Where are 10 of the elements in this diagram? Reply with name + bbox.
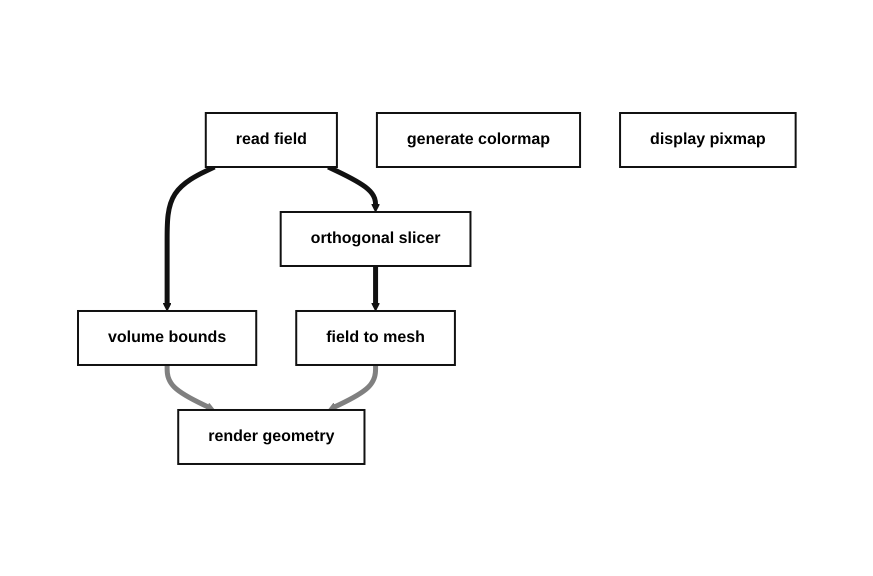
arrow [327, 364, 378, 410]
node-box: orthogonal slicer [279, 210, 472, 266]
node-box: render geometry [176, 408, 366, 464]
node-box: display pixmap [618, 112, 796, 168]
node-box: read field [204, 112, 338, 168]
arrow [370, 266, 380, 311]
arrow [164, 364, 215, 410]
node-box: field to mesh [294, 310, 456, 366]
node-box: volume bounds [76, 310, 257, 366]
node-box: generate colormap [376, 112, 581, 168]
